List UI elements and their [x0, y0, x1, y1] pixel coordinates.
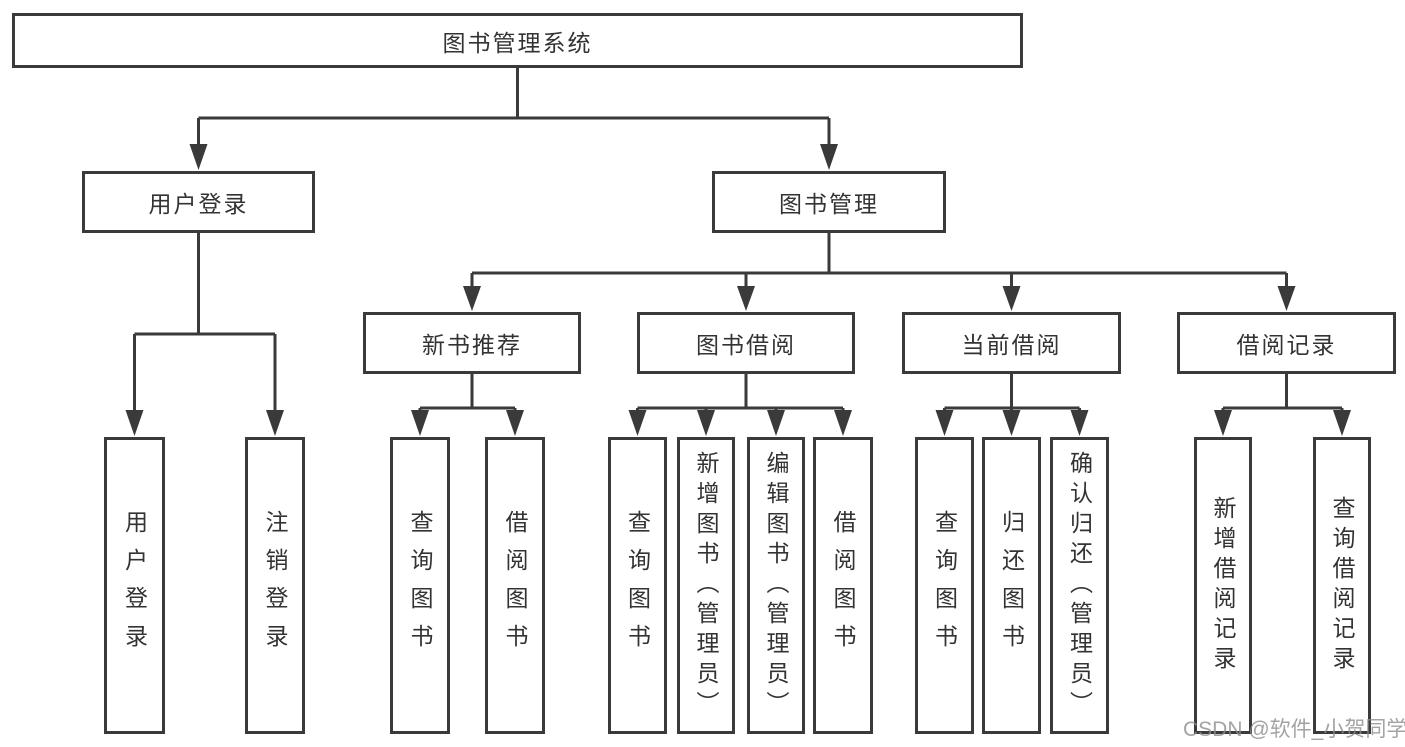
leaf-search-books-current-label: 查询图书 — [931, 509, 958, 662]
leaf-return-book: 归还图书 — [982, 437, 1041, 734]
node-book-management-label: 图书管理 — [779, 191, 879, 217]
arrowheads — [125, 144, 1351, 436]
node-borrowing-records: 借阅记录 — [1177, 312, 1396, 374]
leaf-add-borrow-record-label: 新增借阅记录 — [1210, 495, 1236, 676]
node-user-login-label: 用户登录 — [148, 191, 249, 217]
node-book-management: 图书管理 — [712, 171, 946, 233]
leaf-confirm-return-admin: 确认归还（管理员） — [1050, 437, 1109, 734]
leaf-logout-label: 注销登录 — [262, 509, 288, 662]
node-new-book-recommend: 新书推荐 — [363, 312, 581, 374]
leaf-edit-book-admin-label: 编辑图书（管理员） — [763, 450, 789, 721]
node-root-label: 图书管理系统 — [442, 29, 593, 56]
leaf-search-borrow-record: 查询借阅记录 — [1313, 437, 1371, 734]
leaf-borrow-books-recommend-label: 借阅图书 — [502, 509, 528, 662]
leaf-user-login: 用户登录 — [104, 437, 165, 734]
leaf-search-borrow-record-label: 查询借阅记录 — [1329, 495, 1355, 676]
node-book-borrowing-label: 图书借阅 — [696, 332, 796, 358]
leaf-borrow-books-borrowing: 借阅图书 — [813, 437, 873, 734]
node-borrowing-records-label: 借阅记录 — [1236, 332, 1337, 358]
leaf-borrow-books-borrowing-label: 借阅图书 — [830, 509, 856, 662]
leaf-add-borrow-record: 新增借阅记录 — [1194, 437, 1252, 734]
node-new-book-recommend-label: 新书推荐 — [422, 332, 522, 358]
leaf-add-book-admin: 新增图书（管理员） — [677, 437, 735, 734]
leaf-edit-book-admin: 编辑图书（管理员） — [747, 437, 805, 734]
watermark: CSDN @软件_小贺同学 — [1183, 718, 1405, 741]
leaf-search-books-recommend-label: 查询图书 — [407, 509, 433, 662]
leaf-user-login-label: 用户登录 — [121, 509, 148, 662]
node-user-login: 用户登录 — [82, 171, 315, 233]
node-book-borrowing: 图书借阅 — [637, 312, 855, 374]
leaf-logout: 注销登录 — [245, 437, 305, 734]
leaf-add-book-admin-label: 新增图书（管理员） — [693, 450, 719, 721]
leaf-search-books-recommend: 查询图书 — [390, 437, 450, 734]
leaf-return-book-label: 归还图书 — [998, 509, 1025, 662]
leaf-search-books-borrowing: 查询图书 — [608, 437, 667, 734]
leaf-search-books-current: 查询图书 — [915, 437, 974, 734]
leaf-confirm-return-admin-label: 确认归还（管理员） — [1066, 450, 1093, 721]
node-root: 图书管理系统 — [12, 13, 1023, 68]
node-current-borrowing: 当前借阅 — [902, 312, 1121, 374]
leaf-search-books-borrowing-label: 查询图书 — [624, 509, 651, 662]
leaf-borrow-books-recommend: 借阅图书 — [485, 437, 545, 734]
node-current-borrowing-label: 当前借阅 — [961, 332, 1062, 358]
